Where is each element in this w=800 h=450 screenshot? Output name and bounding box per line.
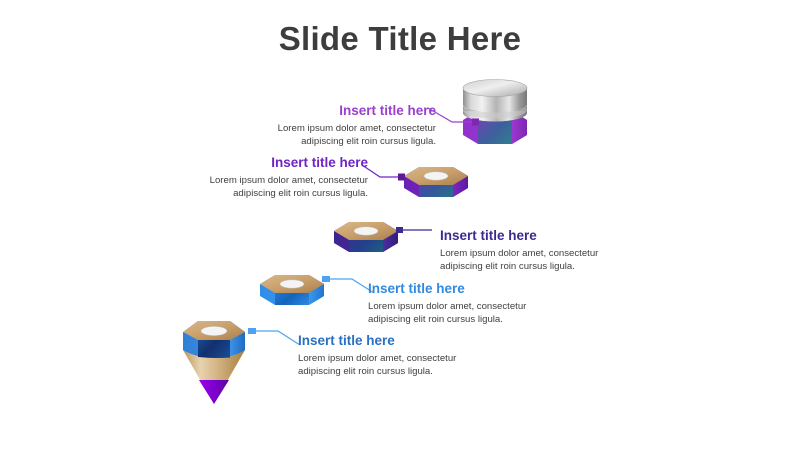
callout-4-body: Lorem ipsum dolor amet, consectetur adip… bbox=[368, 300, 527, 326]
callout-5-body: Lorem ipsum dolor amet, consectetur adip… bbox=[298, 352, 457, 378]
connector-line-2 bbox=[361, 164, 405, 181]
callout-5-title: Insert title here bbox=[298, 333, 395, 348]
connector-line-3 bbox=[396, 227, 432, 233]
pencil-segment-3[interactable] bbox=[328, 207, 414, 257]
pencil-segment-5[interactable] bbox=[175, 308, 275, 413]
callout-1-title: Insert title here bbox=[339, 103, 436, 118]
connector-line-5 bbox=[248, 328, 301, 346]
callout-4-title: Insert title here bbox=[368, 281, 465, 296]
pencil-segment-1[interactable] bbox=[455, 79, 551, 155]
callout-3[interactable]: Insert title here Lorem ipsum dolor amet… bbox=[440, 228, 640, 274]
callout-3-title: Insert title here bbox=[440, 228, 537, 243]
callout-3-body: Lorem ipsum dolor amet, consectetur adip… bbox=[440, 247, 599, 273]
connector-line-4 bbox=[322, 276, 375, 294]
pencil-segment-4[interactable] bbox=[254, 260, 340, 310]
callout-4[interactable]: Insert title here Lorem ipsum dolor amet… bbox=[368, 281, 568, 327]
callout-1[interactable]: Insert title here Lorem ipsum dolor amet… bbox=[240, 103, 436, 149]
callout-2-body: Lorem ipsum dolor amet, consectetur adip… bbox=[209, 174, 368, 200]
pencil-segment-2[interactable] bbox=[398, 152, 484, 202]
connector-line-1 bbox=[427, 107, 479, 126]
callout-1-body: Lorem ipsum dolor amet, consectetur adip… bbox=[277, 122, 436, 148]
callout-2[interactable]: Insert title here Lorem ipsum dolor amet… bbox=[172, 155, 368, 201]
page-title: Slide Title Here bbox=[278, 20, 522, 57]
callout-5[interactable]: Insert title here Lorem ipsum dolor amet… bbox=[298, 333, 498, 379]
callout-2-title: Insert title here bbox=[271, 155, 368, 170]
